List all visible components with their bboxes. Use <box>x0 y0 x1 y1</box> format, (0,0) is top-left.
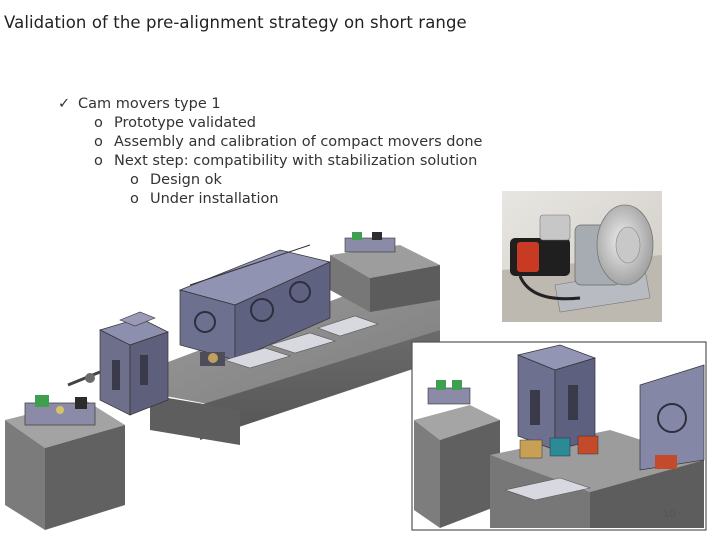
bullet-item: o Prototype validated <box>94 114 256 134</box>
bullet-item: o Assembly and calibration of compact mo… <box>94 133 483 153</box>
bullet-text: Assembly and calibration of compact move… <box>114 134 483 150</box>
circle-bullet-icon: o <box>130 191 139 207</box>
bullet-text: Next step: compatibility with stabilizat… <box>114 153 478 169</box>
bullet-text: Cam movers type 1 <box>78 96 221 112</box>
large-frame <box>178 244 332 361</box>
bullet-text: Prototype validated <box>114 115 256 131</box>
circle-bullet-icon: o <box>130 172 139 188</box>
bullet-text: Under installation <box>150 191 279 207</box>
slide-title: Validation of the pre-alignment strategy… <box>4 13 467 32</box>
mover-module <box>24 395 96 426</box>
circle-bullet-icon: o <box>94 115 103 131</box>
circle-bullet-icon: o <box>94 134 103 150</box>
bullet-item: o Design ok <box>130 171 222 191</box>
bullet-text: Design ok <box>150 172 222 188</box>
pedestal <box>330 245 440 278</box>
circle-bullet-icon: o <box>94 153 103 169</box>
bullet-item: o Under installation <box>130 190 279 210</box>
tall-frame <box>99 311 169 416</box>
bullet-item: o Next step: compatibility with stabiliz… <box>94 152 478 172</box>
bullet-item: ✓ Cam movers type 1 <box>58 95 221 115</box>
page-number: 10 <box>663 509 676 520</box>
mover-module <box>344 232 396 253</box>
check-icon: ✓ <box>58 96 71 112</box>
